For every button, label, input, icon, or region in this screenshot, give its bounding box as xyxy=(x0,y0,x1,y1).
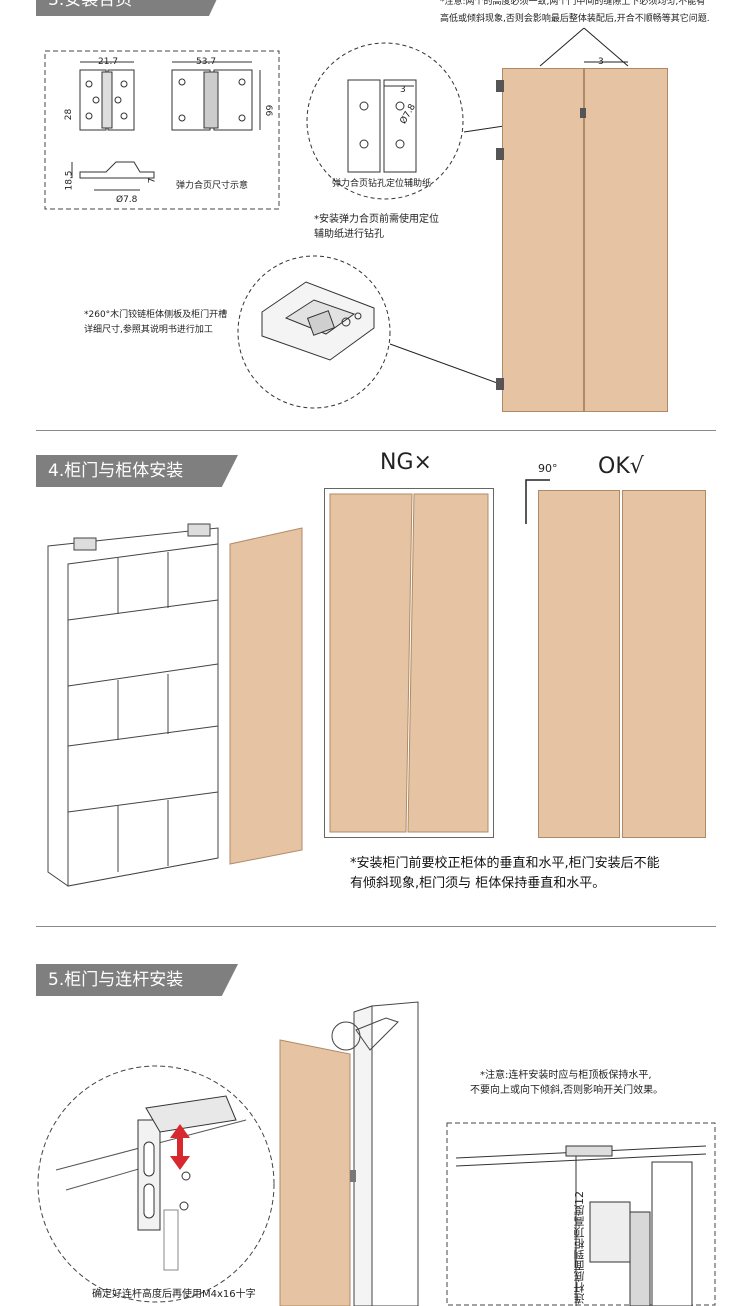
hinge-marker-mid xyxy=(496,148,504,160)
tall-cabinet-illustration xyxy=(279,1001,419,1306)
cabinet-illustration xyxy=(47,523,303,887)
section3-note-line1: *注意:两个的高度必须一致,两个门中间的缝隙上下必须均匀,不能有 xyxy=(440,0,706,7)
slot-note: *260°木门铰链柜体侧板及柜门开槽 详细尺寸,参照其说明书进行加工 xyxy=(84,308,227,338)
angle-label: 90° xyxy=(538,462,558,475)
section-title-3: 3.安装合页 xyxy=(36,0,224,16)
section-title-3-text: 3.安装合页 xyxy=(48,0,133,10)
section-title-5-text: 5.柜门与连杆安装 xyxy=(48,970,184,990)
template-caption: 弹力合页钻孔定位辅助纸 xyxy=(332,179,432,189)
section5-note: *注意:连杆安装时应与柜顶板保持水平, 不要向上或向下倾斜,否则影响开关门效果。 xyxy=(470,1068,663,1098)
section5-note-line2: 不要向上或向下倾斜,否则影响开关门效果。 xyxy=(470,1085,664,1096)
section5-note-line1: *注意:连杆安装时应与柜顶板保持水平, xyxy=(480,1070,652,1081)
hinge-caption: 弹力合页尺寸示意 xyxy=(176,181,249,191)
slot-note-line1: *260°木门铰链柜体侧板及柜门开槽 xyxy=(84,310,228,320)
screw-caption: 确定好连杆高度后再使用M4x16十字 xyxy=(92,1289,256,1300)
ok-left-door xyxy=(538,490,620,838)
section3-note-line2: 高低或倾斜现象,否则会影响最后整体装配后,开合不顺畅等其它问题. xyxy=(440,14,710,24)
section-title-5: 5.柜门与连杆安装 xyxy=(36,964,238,996)
gap-label: 3 xyxy=(598,57,604,67)
vertical-height-label: 连杆底面到柜顶高度12 xyxy=(573,1191,586,1304)
slot-note-line2: 详细尺寸,参照其说明书进行加工 xyxy=(84,325,213,335)
hinge-mechanism-circle xyxy=(237,255,391,409)
drill-template-circle xyxy=(306,42,464,200)
section3-note: *注意:两个的高度必须一致,两个门中间的缝隙上下必须均匀,不能有 高低或倾斜现象… xyxy=(440,0,750,26)
section-title-4-text: 4.柜门与柜体安装 xyxy=(48,461,184,481)
divider-1 xyxy=(36,430,716,431)
drill-note-line1: *安装弹力合页前需使用定位 xyxy=(314,214,439,225)
ok-right-door xyxy=(622,490,706,838)
template-dim-3: 3 xyxy=(400,85,406,95)
section-title-4: 4.柜门与柜体安装 xyxy=(36,455,238,487)
link-detail-box xyxy=(446,1122,716,1306)
hinge-dimension-diagram xyxy=(44,50,280,210)
ok-label: OK√ xyxy=(598,454,644,479)
section4-note-line2: 有倾斜现象,柜门须与 柜体保持垂直和水平。 xyxy=(350,876,606,891)
hinge-marker-bottom xyxy=(496,378,504,390)
right-angle-marker xyxy=(525,479,550,524)
section4-note: *安装柜门前要校正柜体的垂直和水平,柜门安装后不能 有倾斜现象,柜门须与 柜体保… xyxy=(350,854,660,894)
ng-label: NG× xyxy=(380,450,432,475)
ng-cabinet-doors xyxy=(329,493,489,833)
hinge-marker-top xyxy=(496,80,504,92)
section4-note-line1: *安装柜门前要校正柜体的垂直和水平,柜门安装后不能 xyxy=(350,856,660,871)
left-door-panel xyxy=(502,68,584,412)
dim-diameter: Ø7.8 xyxy=(116,195,138,205)
dim-width-2: 53.7 xyxy=(196,57,217,67)
drill-note-line2: 辅助纸进行钻孔 xyxy=(314,229,384,240)
hinge-marker-center xyxy=(580,108,586,118)
divider-2 xyxy=(36,926,716,927)
right-door-panel xyxy=(584,68,668,412)
dim-width-1: 21.7 xyxy=(98,57,119,67)
link-zoom-circle xyxy=(37,1065,275,1303)
drill-note: *安装弹力合页前需使用定位 辅助纸进行钻孔 xyxy=(314,212,439,242)
